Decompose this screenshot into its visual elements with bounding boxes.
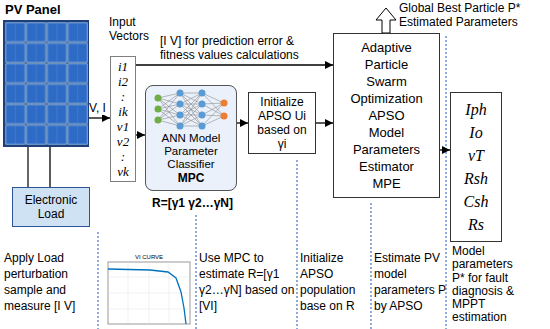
- load-wire: [27, 147, 28, 187]
- node-subtext: MPC: [178, 171, 205, 185]
- node-text: Iph Io vT Rsh Csh Rs: [464, 98, 489, 236]
- vector-formula: R=[γ1 γ2…γN]: [145, 195, 240, 211]
- node-text: Initialize APSO Ui based on γi: [253, 95, 311, 151]
- step-separators: [98, 36, 446, 329]
- estimator-box: Adaptive Particle Swarm Optimization APS…: [333, 33, 440, 198]
- connector-arrow: [440, 149, 450, 150]
- node-text: Adaptive Particle Swarm Optimization APS…: [348, 39, 425, 124]
- output-neurons: [221, 100, 228, 120]
- neural-network-picture: [155, 90, 228, 130]
- parameter-box: Iph Io vT Rsh Csh Rs: [450, 92, 502, 242]
- network-links: [158, 93, 224, 126]
- pv-panel-picture: [3, 20, 89, 147]
- output-hollow-arrow: [376, 8, 396, 33]
- plot-title: VI CURVE: [118, 254, 180, 261]
- step-note: Estimate PV model parameters P by APSO: [374, 250, 446, 314]
- vi-curve-plot: [108, 262, 190, 324]
- node-text: PV Panel: [3, 2, 89, 18]
- panel-cells: [5, 22, 88, 145]
- step-note: Model parameters P* for fault diagnosis …: [452, 245, 524, 325]
- node-subtext: Model Parameters Estimator MPE: [348, 124, 425, 192]
- connector-arrow: [89, 117, 110, 118]
- node-text: Electronic Load: [17, 193, 85, 221]
- step-note: Use MPC to estimate R=[γ1 γ2…γN] based o…: [199, 250, 295, 314]
- step-note: Initialize APSO population base on R: [300, 250, 370, 314]
- node-text: ANN Model Parameter Classifier: [149, 132, 233, 171]
- node-subtext: i1 i2 : ik v1 v2 : vk: [117, 59, 129, 179]
- connector-arrow: [316, 122, 333, 123]
- classifier-box: ANN Model Parameter ClassifierMPC: [145, 85, 237, 191]
- edge-label: [I V] for prediction error & fitness val…: [160, 34, 325, 62]
- process-box: Initialize APSO Ui based on γi: [248, 92, 316, 154]
- load-box: Electronic Load: [12, 187, 90, 227]
- edge-label: V, I: [89, 101, 106, 115]
- connector-arrow: [237, 122, 248, 123]
- hidden-neurons: [177, 90, 206, 130]
- input-neurons: [155, 95, 162, 124]
- ann-box-fill: [145, 85, 237, 191]
- panel-frame: [3, 20, 89, 147]
- pv-panel: PV Panel: [3, 2, 89, 147]
- output-note: Global Best Particle P* Estimated Parame…: [399, 1, 549, 29]
- connector-arrow: [136, 64, 333, 65]
- connector-arrow: [136, 134, 145, 135]
- step-note: Apply Load perturbation sample and measu…: [4, 250, 96, 314]
- input-vector-box: Input Vectorsi1 i2 : ik v1 v2 : vk: [110, 56, 136, 182]
- node-text: Input Vectors: [109, 15, 159, 43]
- connector-arrow: [49, 147, 50, 187]
